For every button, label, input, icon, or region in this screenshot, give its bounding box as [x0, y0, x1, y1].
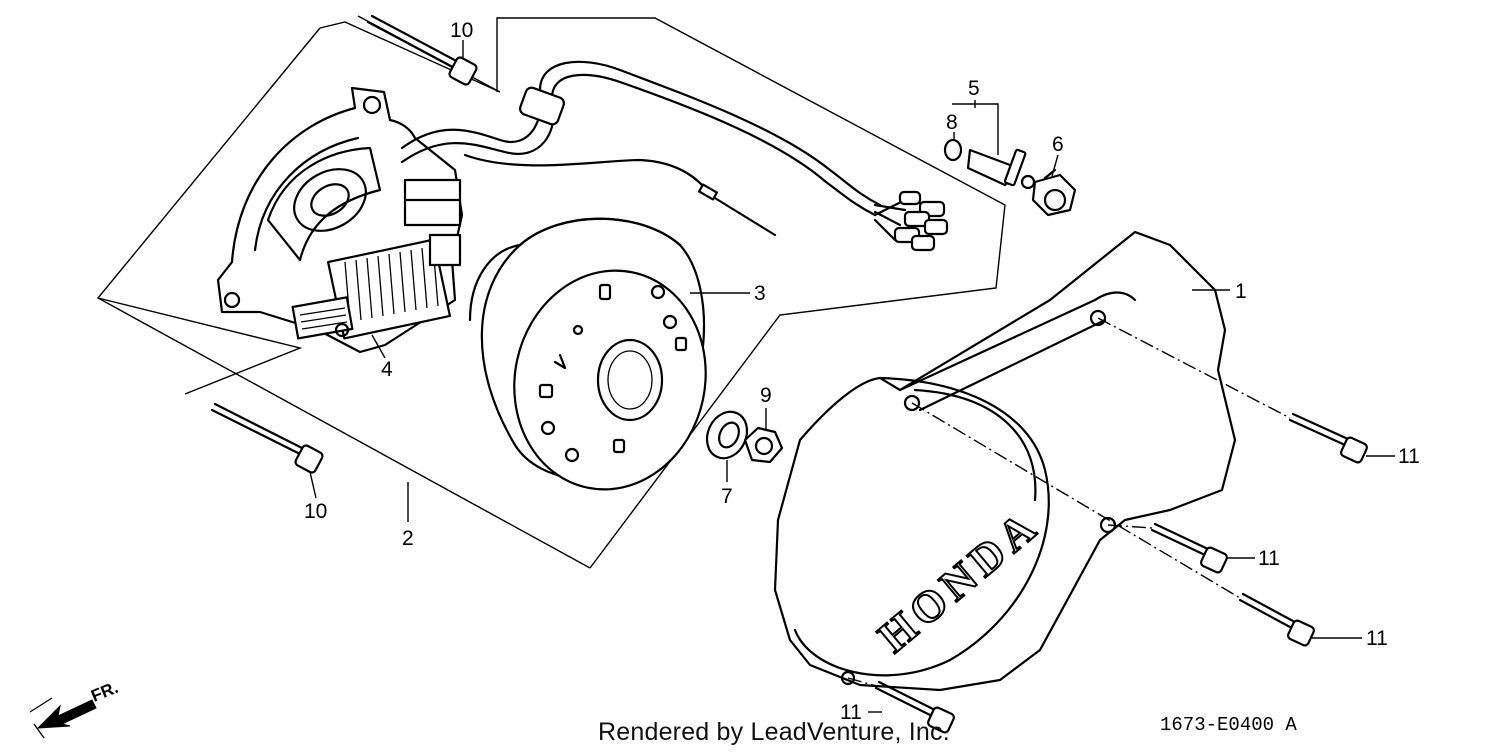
cap-part — [1031, 168, 1077, 217]
crankcase-cover: HONDA — [773, 230, 1237, 692]
alignment-lines — [847, 317, 1291, 687]
shaft-part — [966, 148, 1036, 190]
washer — [705, 410, 749, 460]
callout-11-lower: 11 — [1366, 627, 1388, 650]
render-credit: Rendered by LeadVenture, Inc. — [598, 718, 950, 746]
diagram-code: 1673-E0400 A — [1160, 714, 1297, 736]
bolt-11-bottom — [874, 680, 955, 734]
callout-10-bottom: 10 — [304, 500, 327, 523]
callout-9: 9 — [760, 384, 772, 407]
o-ring — [943, 138, 963, 162]
callout-4: 4 — [381, 358, 393, 381]
flange-nut — [743, 426, 784, 464]
assembly-bracket-lines — [96, 15, 1006, 569]
callout-11-middle: 11 — [1258, 547, 1280, 570]
callout-labels: 1 2 3 4 5 6 7 8 9 10 10 11 11 11 11 — [304, 19, 1420, 724]
callout-7: 7 — [721, 485, 733, 508]
harness-connector-terminals — [893, 190, 949, 252]
callout-3: 3 — [754, 282, 766, 305]
callout-8: 8 — [946, 111, 958, 134]
callout-1: 1 — [1235, 280, 1247, 303]
front-direction-arrow: FR. — [29, 678, 121, 739]
wire-harness — [400, 60, 949, 252]
callout-11-right: 11 — [1398, 445, 1420, 468]
stator-assembly — [216, 86, 464, 354]
bolt-11-middle — [1150, 522, 1228, 574]
callout-2: 2 — [402, 527, 414, 550]
bolt-11-lower — [1238, 592, 1315, 647]
callout-11-bottom: 11 — [840, 701, 862, 724]
bolt-10-bottom — [210, 402, 324, 474]
callout-5: 5 — [968, 77, 980, 100]
bolt-10-top — [366, 14, 478, 86]
flywheel — [468, 217, 707, 491]
callout-10-top: 10 — [450, 19, 473, 42]
leader-lines — [309, 40, 1395, 713]
callout-6: 6 — [1052, 133, 1064, 156]
front-direction-label: FR. — [88, 678, 121, 706]
bolt-11-right — [1288, 412, 1368, 464]
